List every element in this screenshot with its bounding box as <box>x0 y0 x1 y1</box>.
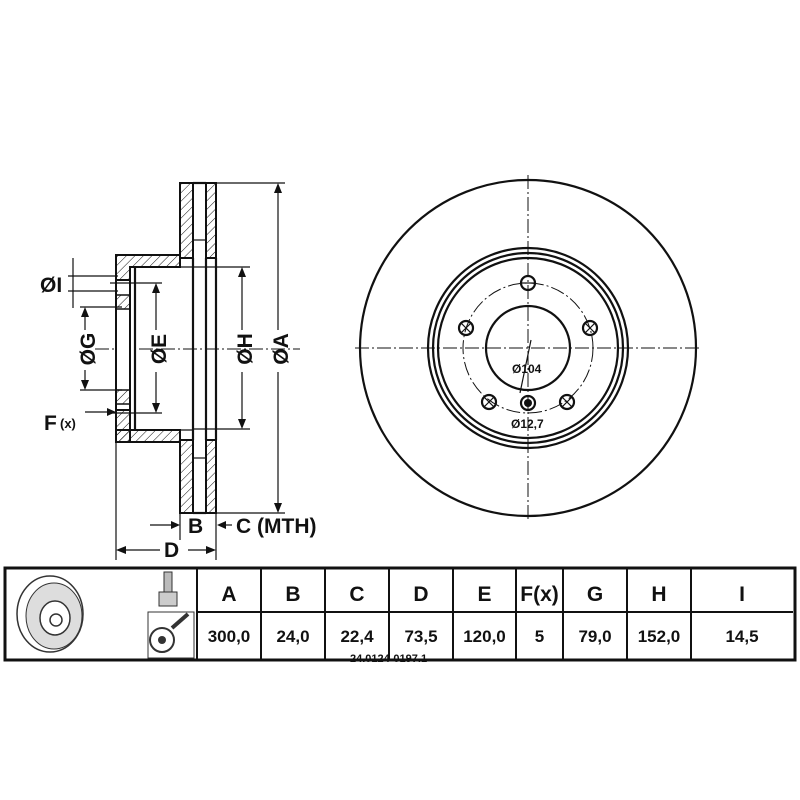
dim-label-A: ØA <box>270 333 293 365</box>
inner-friction-plate-top <box>205 182 217 259</box>
bolt-holes <box>457 274 599 412</box>
disc-cleaning-icon <box>147 611 195 659</box>
table-value-7: 79,0 <box>578 627 611 646</box>
locating-hole <box>519 394 537 412</box>
table-value-2: 24,0 <box>276 627 309 646</box>
table-header-7: G <box>587 583 603 606</box>
dim-label-G: ØG <box>77 333 100 366</box>
dim-label-D: D <box>164 539 179 562</box>
table-header-3: C <box>349 583 364 606</box>
bolt-icon <box>158 571 178 607</box>
table-header-8: H <box>651 583 666 606</box>
table-header-9: I <box>739 583 745 606</box>
dim-label-F-sub: (x) <box>60 416 76 431</box>
spec-table: A 300,0 B 24,0 C 22,4 D 73,5 E 120,0 F(x) 5 G 79,0 H 15… <box>3 566 797 665</box>
table-value-4: 73,5 <box>404 627 437 646</box>
table-header-2: B <box>285 583 300 606</box>
table-value-5: 120,0 <box>463 627 506 646</box>
hole-diameter-label: Ø12,7 <box>511 417 544 431</box>
table-value-1: 300,0 <box>208 627 251 646</box>
dim-label-B: B <box>188 515 203 538</box>
table-header-4: D <box>413 583 428 606</box>
dim-label-C: C (MTH) <box>236 515 316 538</box>
outer-friction-plate-bottom <box>179 439 194 514</box>
dim-label-E: ØE <box>148 334 171 364</box>
hat-section-bottom <box>115 429 181 443</box>
part-number: 24.0124-0197.1 <box>350 653 427 665</box>
brake-disc-thumbnail-icon <box>16 575 84 653</box>
table-value-3: 22,4 <box>340 627 374 646</box>
table-value-9: 14,5 <box>725 627 758 646</box>
dim-label-I: ØI <box>40 274 62 297</box>
front-view: Ø104 Ø12,7 <box>355 175 700 520</box>
inner-friction-plate-bottom <box>205 439 217 514</box>
dim-label-H: ØH <box>234 333 257 365</box>
table-value-8: 152,0 <box>638 627 681 646</box>
table-header-5: E <box>477 583 491 606</box>
bolt-hole <box>457 319 475 337</box>
bolt-hole <box>581 319 599 337</box>
table-header-1: A <box>221 583 236 606</box>
side-section-view: ØA ØH ØE ØG ØI F (x) B C (MTH) D <box>40 181 316 562</box>
table-value-6: 5 <box>535 627 544 646</box>
outer-friction-plate-top <box>179 182 194 259</box>
bolt-circle-label: Ø104 <box>512 362 542 376</box>
bolt-hole <box>519 274 537 292</box>
dim-label-F: F <box>44 412 57 435</box>
table-header-6: F(x) <box>520 583 559 606</box>
bolt-hole <box>558 393 576 411</box>
bolt-hole <box>480 393 498 411</box>
